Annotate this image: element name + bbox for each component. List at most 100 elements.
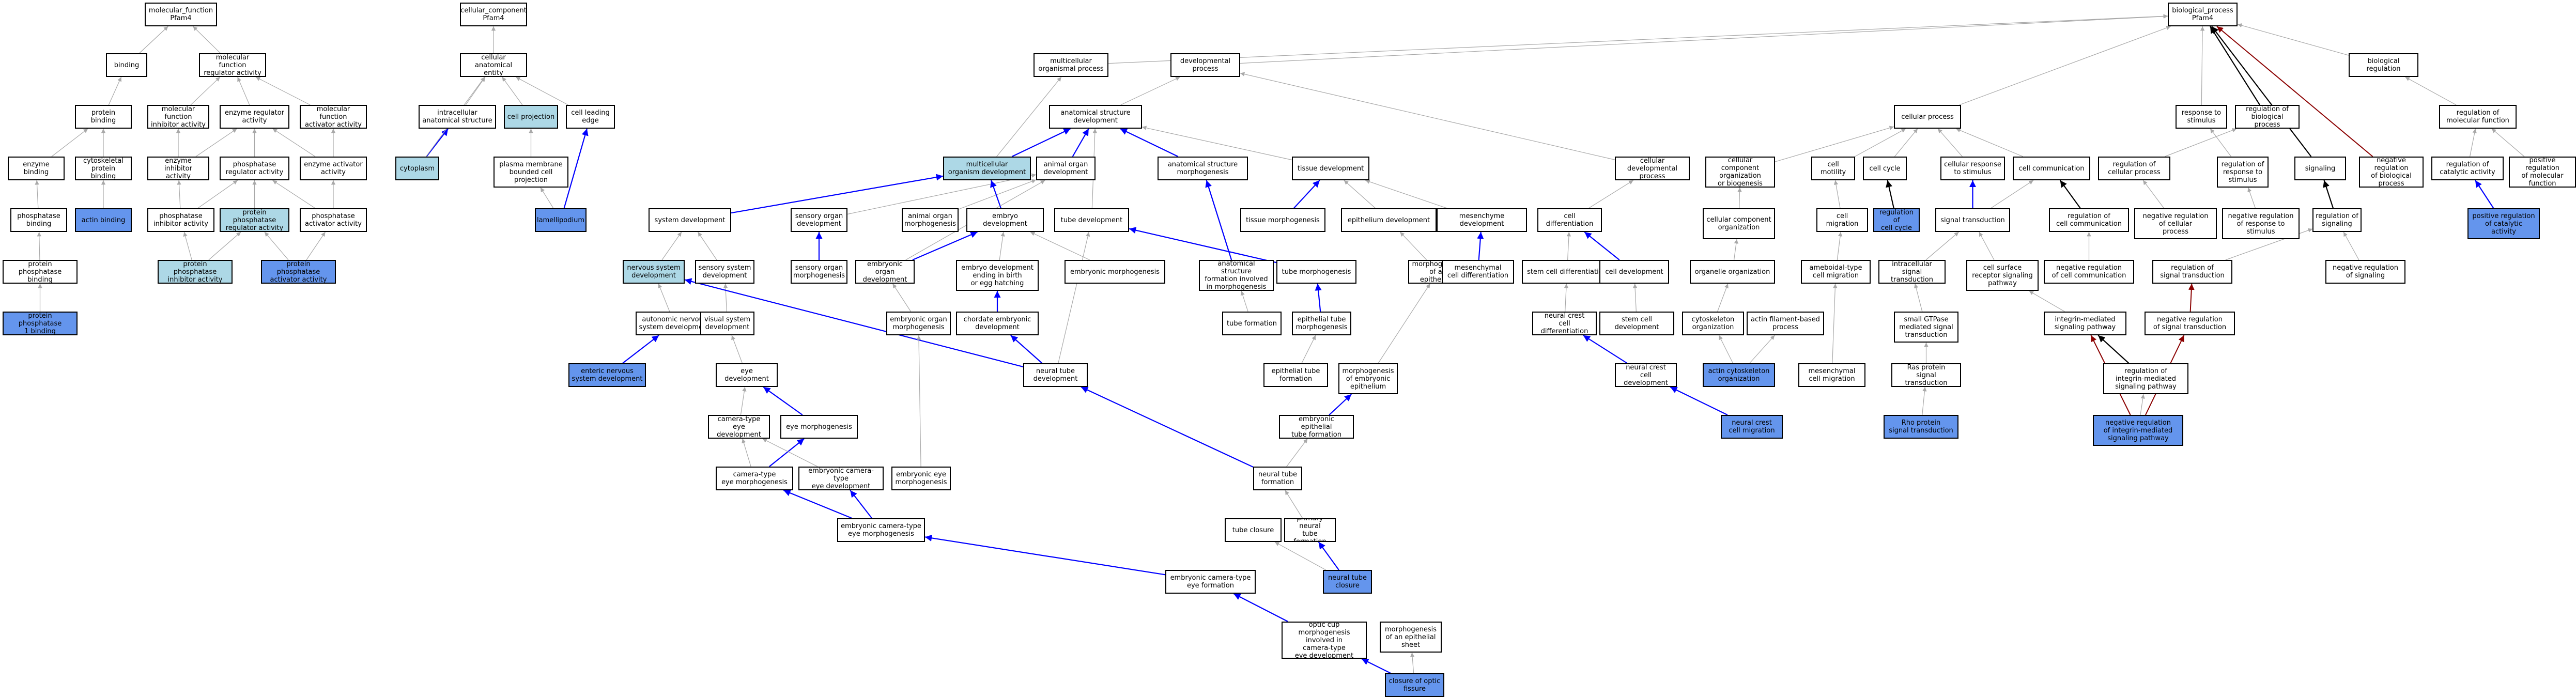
edge-rcp-to-rbp — [2165, 128, 2237, 157]
term-node-nsd: nervous system development — [623, 260, 685, 284]
term-node-mfinh: molecular function inhibitor activity — [147, 105, 209, 129]
edge-aom-to-aod — [958, 179, 1037, 210]
edge-rasst2-to-rasst — [1922, 386, 1927, 415]
edge-cdp-to-devproc — [1240, 72, 1615, 160]
term-node-eod: embryonic organ development — [855, 260, 915, 284]
term-node-ias: intracellular anatomical structure — [419, 105, 496, 129]
term-node-leadedge: cell leading edge — [566, 105, 615, 129]
edge-nrrs-to-rrs — [2247, 187, 2256, 209]
term-node-asfm: anatomical structure formation involved … — [1199, 260, 1274, 291]
edge-ectem-to-ctem — [783, 489, 853, 519]
edge-lamelli-to-pmproj — [540, 187, 554, 209]
edge-ncdev-to-nccd — [1583, 335, 1628, 364]
term-node-mfact: molecular function activator activity — [300, 105, 367, 129]
edge-morphepi-to-epidev — [1399, 231, 1427, 260]
edge-cellcycle-to-cellproc — [1894, 128, 1918, 157]
edge-cof-to-moes — [1410, 652, 1415, 674]
edge-ectef-to-ectem — [924, 534, 1166, 576]
edge-breg-to-bp — [2237, 23, 2349, 56]
term-node-scd: stem cell differentiation — [1522, 260, 1612, 284]
edge-protbind-to-binding — [108, 76, 122, 105]
edge-ctem-to-eyemorph — [769, 438, 805, 467]
edge-ccob-to-cellproc — [1775, 126, 1894, 162]
edge-phosact-to-phosreg — [272, 180, 316, 209]
term-node-cellmig: cell migration — [1816, 208, 1868, 232]
edge-devproc-to-bp — [1240, 14, 2168, 64]
term-node-devproc: developmental process — [1170, 53, 1240, 77]
term-node-aod: animal organ development — [1036, 157, 1096, 180]
term-node-tissdev: tissue development — [1292, 157, 1369, 180]
edge-cco-to-ccob — [1737, 187, 1742, 209]
edge-ctem-to-cted — [742, 438, 751, 467]
edge-imsp-to-csrsp — [2029, 290, 2065, 312]
term-node-tubeclose: tube closure — [1225, 518, 1282, 542]
term-node-moes: morphogenesis of an epithelial sheet — [1380, 622, 1442, 653]
term-node-celldev: cell development — [1599, 260, 1669, 284]
edge-signaling-to-bp — [2211, 26, 2312, 157]
term-node-scdev: stem cell development — [1599, 312, 1674, 335]
edge-epidev-to-tissdev — [1344, 180, 1376, 209]
term-node-sgtp: small GTPase mediated signal transductio… — [1894, 312, 1958, 343]
edge-eod-to-embdev — [912, 231, 978, 261]
edge-vsd-to-ssd — [723, 283, 728, 312]
term-node-ected: embryonic camera-type eye development — [798, 467, 884, 490]
term-node-sigtrans: signal transduction — [1935, 208, 2010, 232]
edge-asfm-to-asm — [1205, 180, 1232, 260]
term-node-sensmorph: sensory organ morphogenesis — [791, 260, 847, 284]
term-node-mf: molecular_function Pfam4 — [145, 3, 217, 26]
term-node-eetf: embryonic epithelial tube formation — [1279, 415, 1354, 439]
edge-rts-to-bp — [2200, 26, 2205, 105]
edge-mesdev-to-tissdev — [1365, 179, 1447, 209]
term-node-ameb: ameboidal-type cell migration — [1801, 260, 1871, 284]
term-node-celldiff: cell differentiation — [1537, 208, 1602, 232]
edge-cellproj-to-cae — [502, 76, 523, 105]
edge-nrbp-to-bp — [2216, 26, 2373, 157]
edge-embmorph-to-embdev — [1030, 231, 1090, 260]
edge-ppact-to-ppreg — [264, 231, 289, 260]
term-node-enzbind: enzyme binding — [8, 157, 65, 180]
term-node-bp: biological_process Pfam4 — [2168, 3, 2238, 26]
term-node-cellcomm: cell communication — [2013, 157, 2090, 180]
edge-moee-to-morphepi — [1378, 283, 1431, 364]
edge-ntdev-to-tubedev — [1058, 231, 1090, 364]
edge-phosinh-to-phosreg — [197, 180, 238, 209]
term-node-multorg: multicellular organismal process — [1034, 53, 1108, 77]
term-node-ssd: sensory system development — [695, 260, 754, 284]
term-node-phosinh: phosphatase inhibitor activity — [147, 208, 214, 232]
edge-ppbind-to-phosbind — [37, 231, 41, 260]
edge-eetf-to-moee — [1329, 394, 1352, 415]
edge-celldev-to-celldiff — [1584, 231, 1620, 260]
edge-ntform-to-ntdev — [1081, 386, 1254, 468]
edge-mfreg-to-mf — [193, 26, 221, 54]
term-node-nrimsp: negative regulation of integrin-mediated… — [2093, 415, 2183, 446]
edge-sensdev-to-aod — [847, 173, 1037, 215]
term-node-protbind: protein binding — [75, 105, 132, 129]
term-node-rimsp: regulation of integrin-mediated signalin… — [2103, 363, 2188, 394]
term-node-rcomm: regulation of cell communication — [2049, 208, 2129, 232]
term-node-binding: binding — [106, 53, 147, 77]
term-node-cellproc: cellular process — [1894, 105, 1961, 129]
edge-cted-to-eyedev — [740, 386, 747, 415]
edge-edbirth-to-embdev — [999, 231, 1005, 260]
edge-eyedev-to-vsd — [731, 335, 743, 364]
term-node-ectef: embryonic camera-type eye formation — [1165, 570, 1256, 594]
term-node-tubedev: tube development — [1054, 208, 1129, 232]
term-node-cytoorg: cytoskeleton organization — [1682, 312, 1744, 335]
term-node-prmf: positive regulation of molecular functio… — [2509, 157, 2576, 188]
edge-nsd-to-sysdev — [661, 231, 682, 260]
term-node-actinbind: actin binding — [75, 208, 132, 232]
edge-rsig-to-signaling — [2323, 180, 2334, 209]
edge-mfact-to-mfreg — [255, 76, 311, 105]
edge-tissdev-to-asd — [1142, 126, 1292, 161]
term-node-asd: anatomical structure development — [1049, 105, 1142, 129]
term-node-etm: epithelial tube morphogenesis — [1292, 312, 1351, 335]
term-node-ppreg: protein phosphatase regulator activity — [220, 208, 289, 232]
edge-rcomm-to-cellcomm — [2059, 180, 2081, 209]
term-node-pp1bind: protein phosphatase 1 binding — [3, 312, 78, 335]
term-node-rst: regulation of signal transduction — [2152, 260, 2232, 284]
term-node-ntclose: neural tube closure — [1323, 570, 1372, 594]
term-node-aom: animal organ morphogenesis — [902, 208, 959, 232]
edge-scd-to-celldiff — [1566, 231, 1571, 260]
